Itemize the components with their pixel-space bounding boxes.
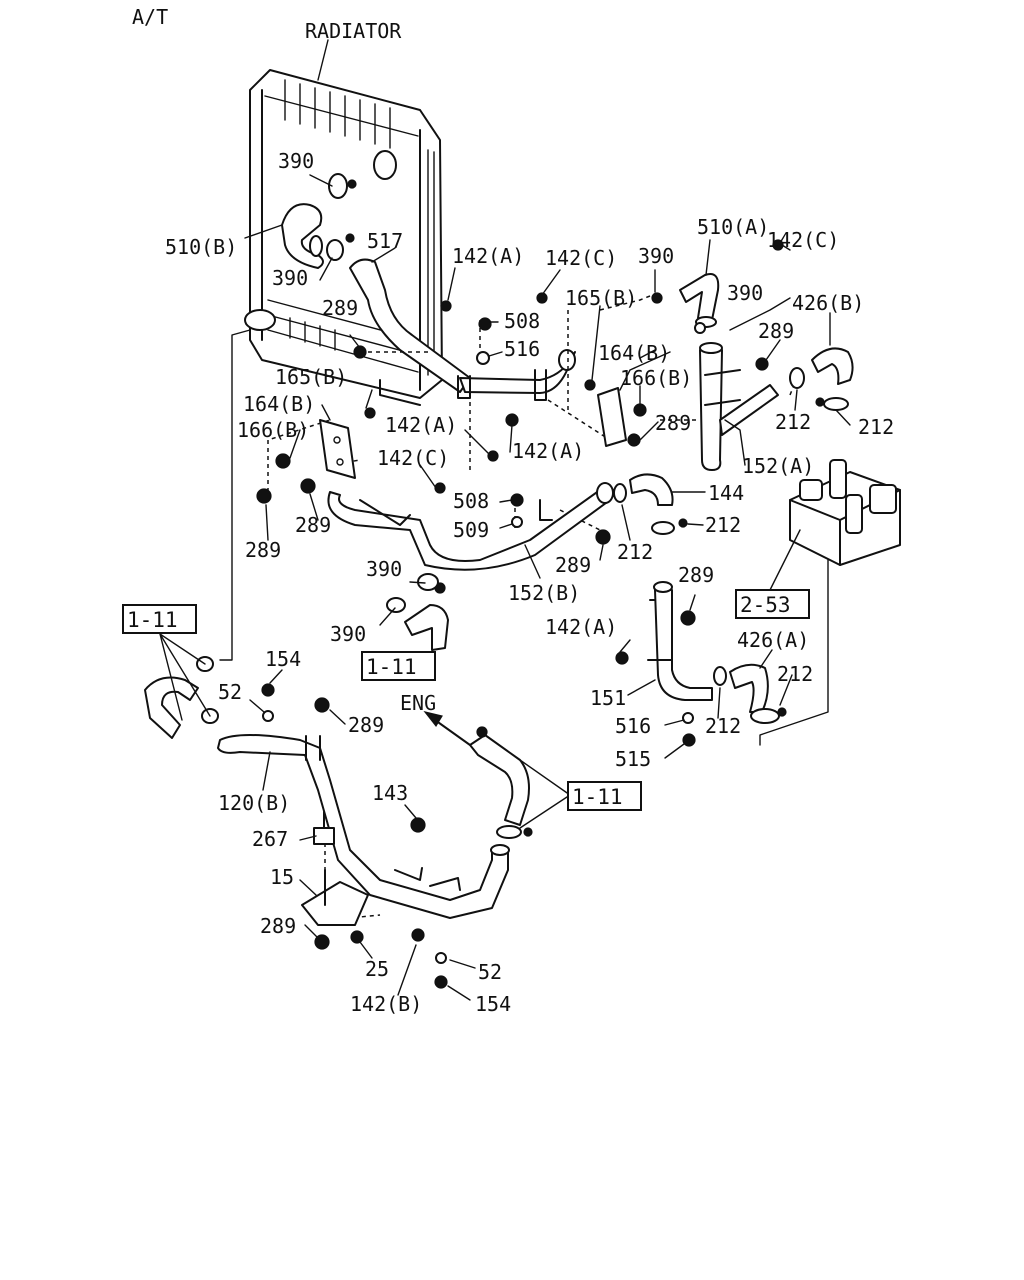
pipe-152b [327, 482, 614, 571]
part-label: 152(A) [742, 454, 814, 478]
hose-426b [811, 347, 854, 385]
part-label: 142(C) [545, 246, 617, 270]
part-label: 164(B) [598, 341, 670, 365]
part-label: 390 [366, 557, 402, 581]
radiator-label: RADIATOR [305, 19, 402, 43]
bracket-164b-right [597, 387, 627, 447]
part-label: 142(A) [545, 615, 617, 639]
part-label: 289 [555, 553, 591, 577]
part-label: 142(C) [767, 228, 839, 252]
part-label: 212 [777, 662, 813, 686]
clamp-390-upper [326, 173, 357, 261]
part-label: 15 [270, 865, 294, 889]
part-label: 390 [638, 244, 674, 268]
ref-box-4 [567, 781, 642, 811]
part-label: 289 [245, 538, 281, 562]
part-label: 212 [858, 415, 894, 439]
part-label: 25 [365, 957, 389, 981]
part-label: 289 [678, 563, 714, 587]
part-label: 390 [330, 622, 366, 646]
oil-cooler [789, 459, 901, 566]
part-label: 426(A) [737, 628, 809, 652]
ref-box-2 [361, 651, 436, 681]
pipe-151 [647, 581, 713, 701]
part-label: 154 [475, 992, 511, 1016]
hose-517 [349, 258, 471, 393]
part-label: 166(B) [237, 418, 309, 442]
part-label: 144 [708, 481, 744, 505]
part-label: 212 [775, 410, 811, 434]
part-label: 267 [252, 827, 288, 851]
part-label: 165(B) [565, 286, 637, 310]
part-label: 142(A) [512, 439, 584, 463]
part-label: 516 [615, 714, 651, 738]
part-label: 52 [478, 960, 502, 984]
part-label: 426(B) [792, 291, 864, 315]
hose-144 [629, 473, 674, 506]
part-label: 142(A) [385, 413, 457, 437]
ref-box-1 [122, 604, 197, 634]
bracket-164b-left [319, 419, 356, 479]
ref-1-11-right: 1-11 [572, 785, 623, 809]
part-label: 510(B) [165, 235, 237, 259]
part-label: 120(B) [218, 791, 290, 815]
part-label: 165(B) [275, 365, 347, 389]
ref-box-3 [735, 589, 810, 619]
ref-1-11-center: 1-11 [366, 655, 417, 679]
part-label: 212 [617, 540, 653, 564]
part-label: 509 [453, 518, 489, 542]
part-label: 289 [295, 513, 331, 537]
fasteners [256, 239, 849, 989]
hose-center-1-11 [404, 604, 449, 651]
part-label: 517 [367, 229, 403, 253]
hose-426a [729, 663, 769, 713]
part-label: 212 [705, 513, 741, 537]
part-label: 390 [272, 266, 308, 290]
part-label: 510(A) [697, 215, 769, 239]
pipe-152a [699, 342, 779, 471]
part-label: 52 [218, 680, 242, 704]
part-label: 289 [322, 296, 358, 320]
upper-pipe [457, 349, 576, 401]
hose-eng [469, 734, 530, 839]
part-label: 142(C) [377, 446, 449, 470]
hose-510a [679, 273, 720, 328]
part-label: 142(B) [350, 992, 422, 1016]
engine-arrow [423, 711, 471, 746]
part-label: 289 [260, 914, 296, 938]
leader-lines [159, 39, 851, 1001]
part-label: 390 [727, 281, 763, 305]
hose-510b [281, 203, 324, 269]
part-label: 151 [590, 686, 626, 710]
part-label: 154 [265, 647, 301, 671]
part-label: 515 [615, 747, 651, 771]
part-label: 289 [758, 319, 794, 343]
part-label: 516 [504, 337, 540, 361]
part-label: 508 [453, 489, 489, 513]
part-label: 289 [655, 411, 691, 435]
part-label: 164(B) [243, 392, 315, 416]
part-label: 289 [348, 713, 384, 737]
part-label: 166(B) [620, 366, 692, 390]
part-label: 390 [278, 149, 314, 173]
part-label: 142(A) [452, 244, 524, 268]
ref-1-11-left: 1-11 [127, 608, 178, 632]
engine-label: ENG [400, 691, 436, 715]
variant-label: A/T [132, 5, 168, 29]
part-label: 143 [372, 781, 408, 805]
part-label: 212 [705, 714, 741, 738]
part-label: 508 [504, 309, 540, 333]
bracket-15 [301, 869, 369, 926]
part-label: 152(B) [508, 581, 580, 605]
pipe-120b [217, 734, 510, 919]
ref-2-53: 2-53 [740, 593, 791, 617]
